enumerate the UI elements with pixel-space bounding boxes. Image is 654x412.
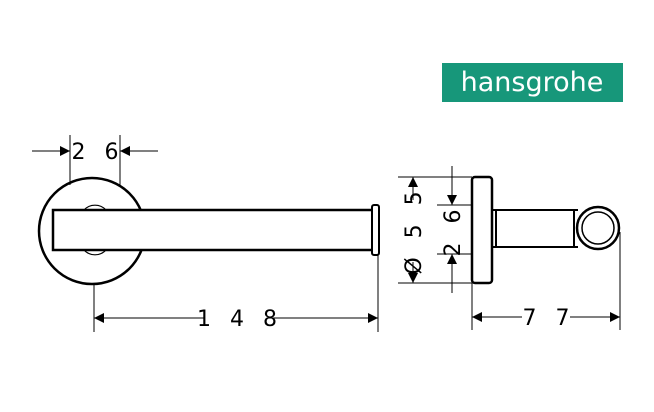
dim-depth-77: 7 7 <box>523 306 576 331</box>
dim-rod-26: 2 6 <box>441 204 466 257</box>
hub <box>83 204 107 256</box>
front-view: 2 6 1 4 8 <box>32 135 380 332</box>
logo-text: hansgrohe <box>461 67 604 98</box>
dim-diameter-55: Ø 5 5 <box>402 185 427 274</box>
holder-arm <box>51 208 375 252</box>
end-cap <box>371 204 380 256</box>
side-wall-plate <box>470 175 494 285</box>
side-view: Ø 5 5 2 6 7 7 <box>398 166 621 331</box>
dim-width-26: 2 6 <box>72 140 125 165</box>
dim-length-148: 1 4 8 <box>197 307 283 332</box>
hansgrohe-logo: hansgrohe <box>442 63 623 102</box>
end-ring <box>575 205 621 251</box>
